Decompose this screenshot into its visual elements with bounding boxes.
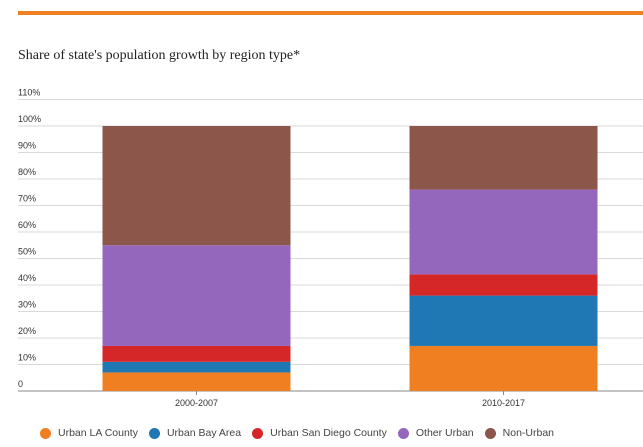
y-tick-label: 60% <box>18 220 36 230</box>
legend-swatch <box>40 427 51 439</box>
legend-item: Urban Bay Area <box>148 427 242 439</box>
top-accent-rule <box>18 11 643 15</box>
y-tick-label: 110% <box>18 88 40 98</box>
legend-label: Other Urban <box>415 427 474 439</box>
bar-segment <box>102 361 291 373</box>
legend-label: Urban Bay Area <box>166 427 242 439</box>
chart-legend: Urban LA County Urban Bay Area Urban San D… <box>40 427 554 439</box>
legend-item: Other Urban <box>397 427 474 439</box>
legend-swatch <box>252 427 264 439</box>
y-tick-label: 70% <box>18 194 36 204</box>
bar-segment <box>102 245 291 346</box>
legend-item: Non-Urban <box>484 427 554 439</box>
y-tick-label: 80% <box>18 167 36 177</box>
y-tick-label: 20% <box>18 326 36 336</box>
bar-segment <box>409 126 598 190</box>
y-tick-label: 40% <box>18 273 36 283</box>
legend-label: Urban LA County <box>58 427 138 439</box>
legend-swatch <box>148 427 160 439</box>
legend-label: Non-Urban <box>502 427 554 439</box>
y-tick-label: 10% <box>18 353 36 363</box>
legend-item: Urban San Diego County <box>252 427 387 439</box>
legend-swatch <box>484 427 496 439</box>
bar-segment <box>409 189 598 275</box>
bar-segment <box>409 295 598 346</box>
y-tick-label: 90% <box>18 141 36 151</box>
bar-segment <box>102 372 291 391</box>
y-tick-label: 50% <box>18 247 36 257</box>
y-tick-label: 100% <box>18 114 41 124</box>
bar-segment <box>409 274 598 296</box>
legend-swatch <box>397 427 409 439</box>
x-category-label: 2000-2007 <box>175 398 218 408</box>
chart-title: Share of state's population growth by re… <box>18 48 301 63</box>
stacked-bar-chart: 0 10% 20% 30% 40% 50% 60% 70% 80% 90% 100% 110% 2000… <box>18 88 643 408</box>
bar-segment <box>102 126 291 246</box>
legend-label: Urban San Diego County <box>270 427 387 439</box>
bar-segment <box>409 345 598 391</box>
legend-item: Urban LA County <box>40 427 138 439</box>
y-tick-label: 30% <box>18 300 36 310</box>
y-tick-label: 0 <box>18 379 23 389</box>
bar-segment <box>102 345 291 362</box>
x-category-label: 2010-2017 <box>482 398 525 408</box>
